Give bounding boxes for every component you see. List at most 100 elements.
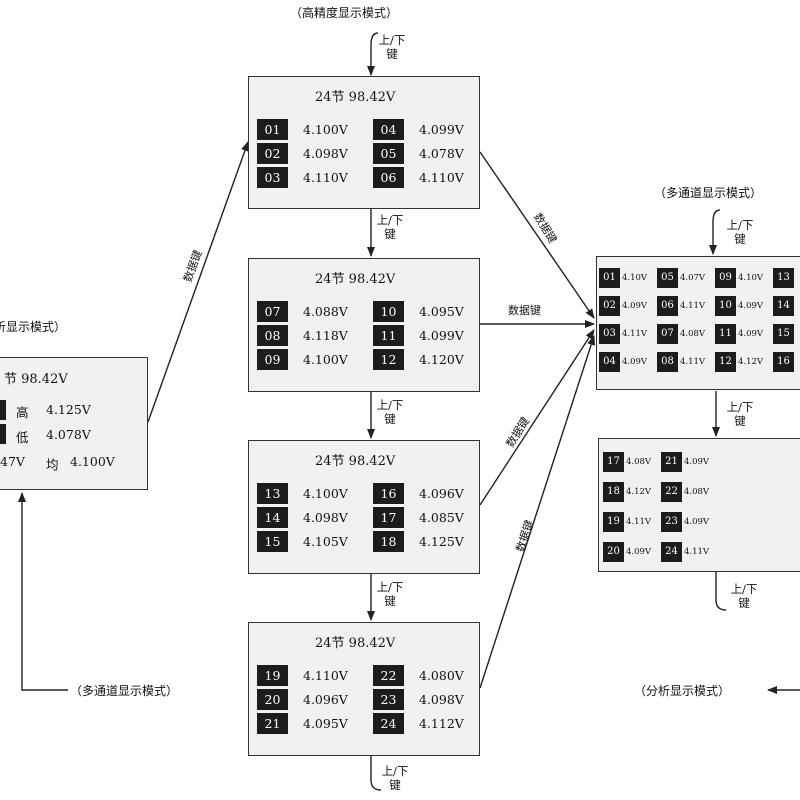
multi-cell-voltage: 4.08V: [680, 329, 706, 339]
cell-number: 21: [257, 713, 288, 734]
multi-cell-number: 14: [773, 296, 794, 316]
cell-number: 24: [373, 713, 404, 734]
analysis-mode-bottom-label: （分析显示模式）: [634, 684, 731, 698]
panel-title: 24节 98.42V: [315, 454, 396, 469]
data-key-label: 数据键: [508, 304, 541, 317]
data-arrow-p3: [479, 329, 595, 506]
multi-channel-mode-label: （多通道显示模式）: [654, 186, 763, 200]
cell-number: 15: [257, 531, 288, 552]
cell-voltage: 4.099V: [419, 328, 464, 343]
multi-cell-number: 10: [715, 296, 736, 316]
multi-cell-voltage: 4.08V: [626, 457, 652, 467]
cell-voltage: 4.110V: [303, 170, 348, 185]
multi-cell-number: 21: [661, 452, 682, 472]
multi-cell-voltage: 4.11V: [684, 547, 710, 557]
multi-cell-number: 11: [715, 324, 736, 344]
analysis-high-value: 4.125V: [46, 402, 91, 417]
cell-number: 04: [373, 119, 404, 140]
cell-voltage: 4.080V: [419, 668, 464, 683]
updown-loop-bottom: [370, 756, 382, 791]
analysis-high-label: 高: [16, 405, 29, 420]
cell-number: 03: [257, 167, 288, 188]
multi-cell-number: 05: [657, 268, 678, 288]
multi-cell-number: 06: [657, 296, 678, 316]
multi-cell-voltage: 4.11V: [680, 357, 706, 367]
cell-number: 02: [257, 143, 288, 164]
updown-loop-multi-top: [709, 209, 721, 255]
cell-number: 11: [373, 325, 404, 346]
panel-title: 24节 98.42V: [315, 272, 396, 287]
panel-title: 24节 98.42V: [315, 90, 396, 105]
multi-cell-number: 01: [599, 268, 620, 288]
cell-voltage: 4.100V: [303, 486, 348, 501]
multi-cell-number: 15: [773, 324, 794, 344]
cell-number: 23: [373, 689, 404, 710]
cell-voltage: 4.098V: [303, 146, 348, 161]
cell-voltage: 4.078V: [419, 146, 464, 161]
updown-key-label: 上/下键: [376, 580, 404, 608]
analysis-low-value: 4.078V: [46, 427, 91, 442]
multi-cell-number: 17: [603, 452, 624, 472]
high-precision-mode-label: （高精度显示模式）: [290, 6, 399, 20]
multi-cell-number: 18: [603, 482, 624, 502]
cell-voltage: 4.112V: [419, 716, 464, 731]
multi-cell-number: 19: [603, 512, 624, 532]
cell-number: 14: [257, 507, 288, 528]
analysis-low-label: 低: [16, 430, 29, 445]
cell-voltage: 4.098V: [419, 692, 464, 707]
analysis-mode-label: 析显示模式）: [0, 320, 67, 334]
updown-key-label: 上/下键: [726, 218, 754, 246]
multi-cell-voltage: 4.09V: [622, 357, 648, 367]
cell-voltage: 4.095V: [419, 304, 464, 319]
multi-cell-voltage: 4.09V: [626, 547, 652, 557]
multi-cell-voltage: 4.11V: [622, 329, 648, 339]
multi-cell-voltage: 4.12V: [738, 357, 764, 367]
multi-cell-number: 03: [599, 324, 620, 344]
multi-cell-number: 02: [599, 296, 620, 316]
cell-number: 10: [373, 301, 404, 322]
cell-voltage: 4.100V: [303, 352, 348, 367]
cell-number: 09: [257, 349, 288, 370]
multi-cell-voltage: 4.08V: [684, 487, 710, 497]
multi-cell-voltage: 4.11V: [680, 301, 706, 311]
multi-cell-voltage: 4.12V: [626, 487, 652, 497]
analysis-high-block: [0, 400, 6, 420]
cell-number: 22: [373, 665, 404, 686]
analysis-title: 节 98.42V: [4, 372, 68, 387]
multi-cell-number: 09: [715, 268, 736, 288]
multi-cell-number: 07: [657, 324, 678, 344]
cell-number: 12: [373, 349, 404, 370]
multi-cell-number: 08: [657, 352, 678, 372]
cell-number: 01: [257, 119, 288, 140]
cell-number: 19: [257, 665, 288, 686]
cell-voltage: 4.100V: [303, 122, 348, 137]
multi-cell-number: 23: [661, 512, 682, 532]
multi-cell-voltage: 4.09V: [684, 457, 710, 467]
cell-number: 05: [373, 143, 404, 164]
analysis-min-value: 47V: [0, 454, 25, 469]
cell-number: 17: [373, 507, 404, 528]
cell-voltage: 4.098V: [303, 510, 348, 525]
multi-cell-voltage: 4.07V: [680, 273, 706, 283]
multi-cell-voltage: 4.11V: [626, 517, 652, 527]
multi-cell-voltage: 4.10V: [738, 273, 764, 283]
multi-channel-panel-1: [596, 256, 800, 390]
cell-voltage: 4.099V: [419, 122, 464, 137]
data-arrow-p1: [479, 151, 595, 319]
multi-cell-number: 24: [661, 542, 682, 562]
multi-cell-number: 22: [661, 482, 682, 502]
panel-title: 24节 98.42V: [315, 636, 396, 651]
cell-number: 16: [373, 483, 404, 504]
cell-voltage: 4.085V: [419, 510, 464, 525]
cell-voltage: 4.088V: [303, 304, 348, 319]
cell-voltage: 4.105V: [303, 534, 348, 549]
updown-key-label: 上/下键: [381, 764, 409, 792]
analysis-panel: [0, 357, 148, 490]
cell-voltage: 4.110V: [419, 170, 464, 185]
multi-cell-voltage: 4.10V: [622, 273, 648, 283]
multi-cell-voltage: 4.09V: [738, 301, 764, 311]
multi-cell-voltage: 4.09V: [684, 517, 710, 527]
updown-key-label: 上/下键: [378, 33, 406, 61]
